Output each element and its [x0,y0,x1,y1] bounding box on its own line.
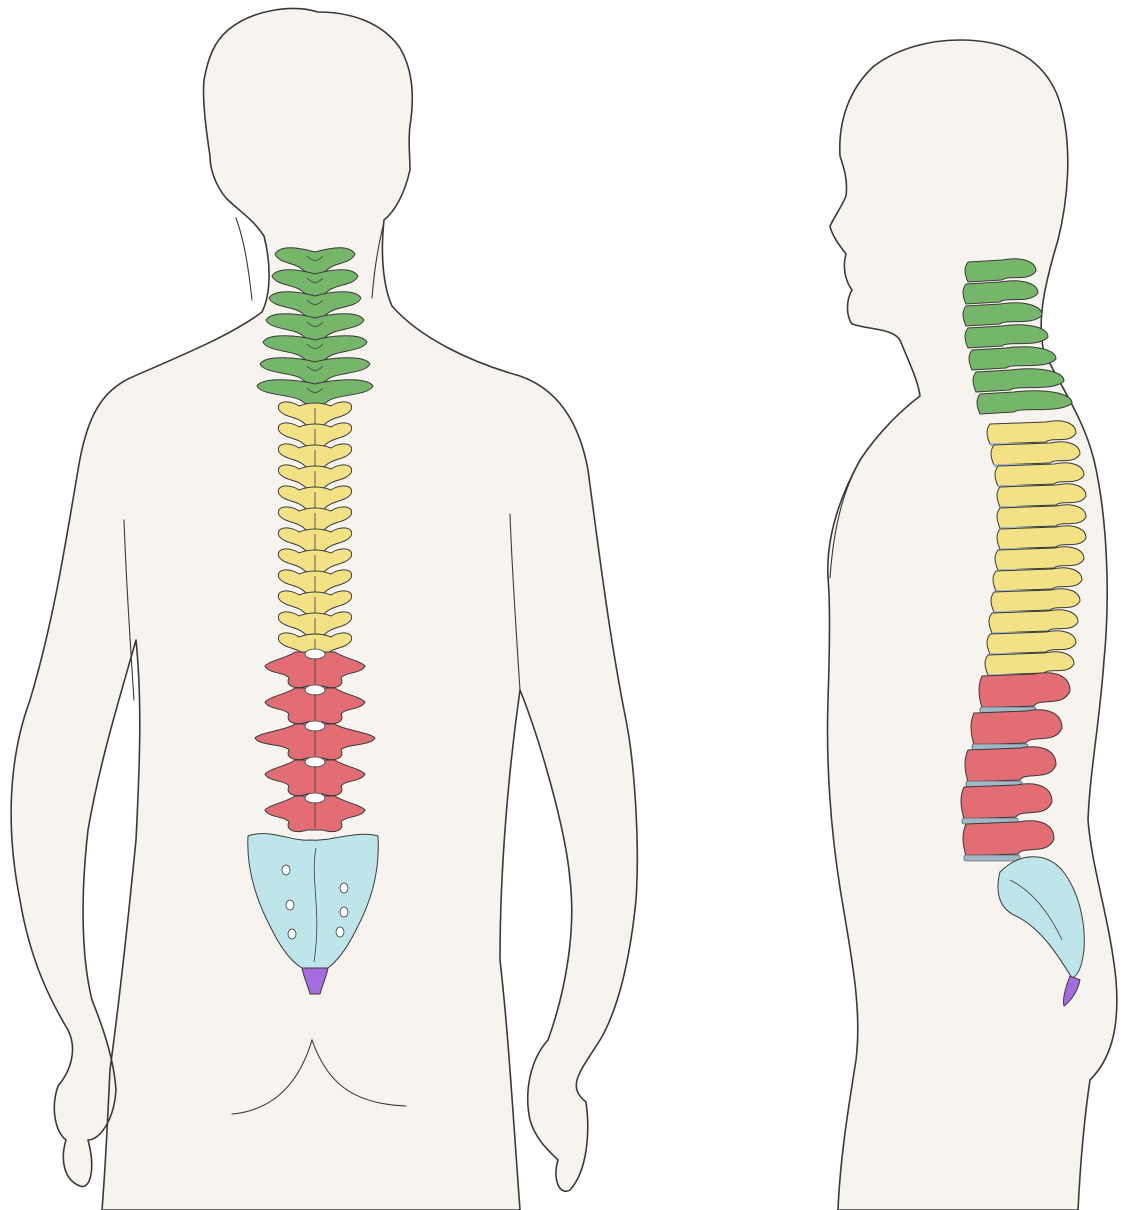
intervertebral-gap [305,757,325,767]
intervertebral-gap [305,793,325,803]
lateral-figure [828,40,1117,1210]
sacral-foramen [288,929,296,939]
sacral-foramen [340,883,348,893]
sacral-foramen [282,865,290,875]
posterior-neck-line-left [236,218,252,300]
sacral-foramen [286,900,294,910]
sacral-foramen [336,927,344,937]
sacral-foramen [340,907,348,917]
intervertebral-gap [305,649,325,659]
posterior-figure [11,9,637,1210]
intervertebral-gap [305,721,325,731]
intervertebral-disc [964,855,1020,861]
intervertebral-gap [305,685,325,695]
